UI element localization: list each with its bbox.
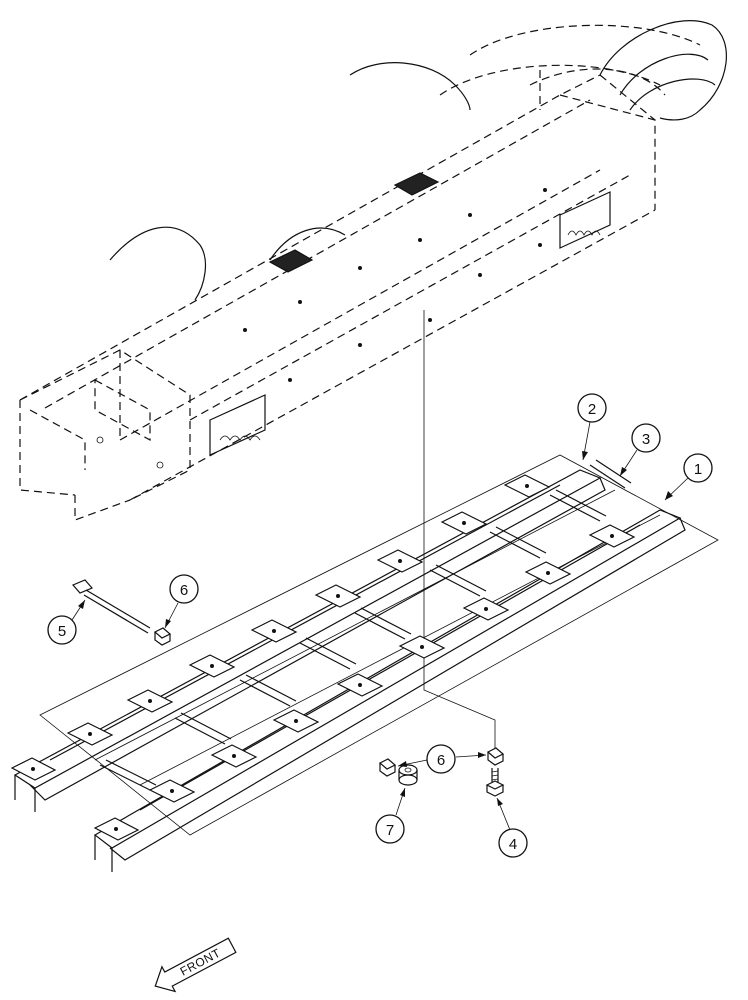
callout-label-2: 2 [588,401,596,418]
callout-label-1: 1 [694,461,702,478]
callout-label-6-left: 6 [180,582,188,599]
callout-6-left: 6 [164,574,199,629]
front-direction-arrow: FRONT [154,937,237,993]
spacer-item7 [398,764,418,786]
nut-item6-right-a [378,758,397,777]
callout-3: 3 [619,423,661,477]
frame-bolt-holes [96,188,547,469]
callout-5: 5 [47,599,86,645]
callout-label-5: 5 [58,623,66,640]
tension-bracket-rear [559,191,611,249]
bolt-item4 [485,768,505,797]
callout-label-7: 7 [386,822,394,839]
callout-6-right: 6 [397,744,487,774]
callout-2: 2 [577,393,607,461]
long-bolt-item5 [71,579,151,634]
track-frame-phantom [19,24,701,521]
callout-7: 7 [375,787,406,844]
nut-item6-left [153,627,172,646]
callout-4: 4 [496,797,528,858]
frame-top-blocks [268,172,440,273]
guide-rail-assembly-left [13,469,606,801]
nut-item6-right-b [486,747,505,766]
callout-label-6-right: 6 [437,752,445,769]
alignment-line [423,310,496,750]
rail-pads-right [93,524,636,872]
cross-tubes [99,459,632,791]
callout-1: 1 [664,453,713,501]
callout-label-4: 4 [509,836,517,853]
tension-bracket-front [209,394,266,456]
rail-pads-left [10,474,551,812]
idler-drum-outline [109,20,727,301]
callout-label-3: 3 [642,431,650,448]
